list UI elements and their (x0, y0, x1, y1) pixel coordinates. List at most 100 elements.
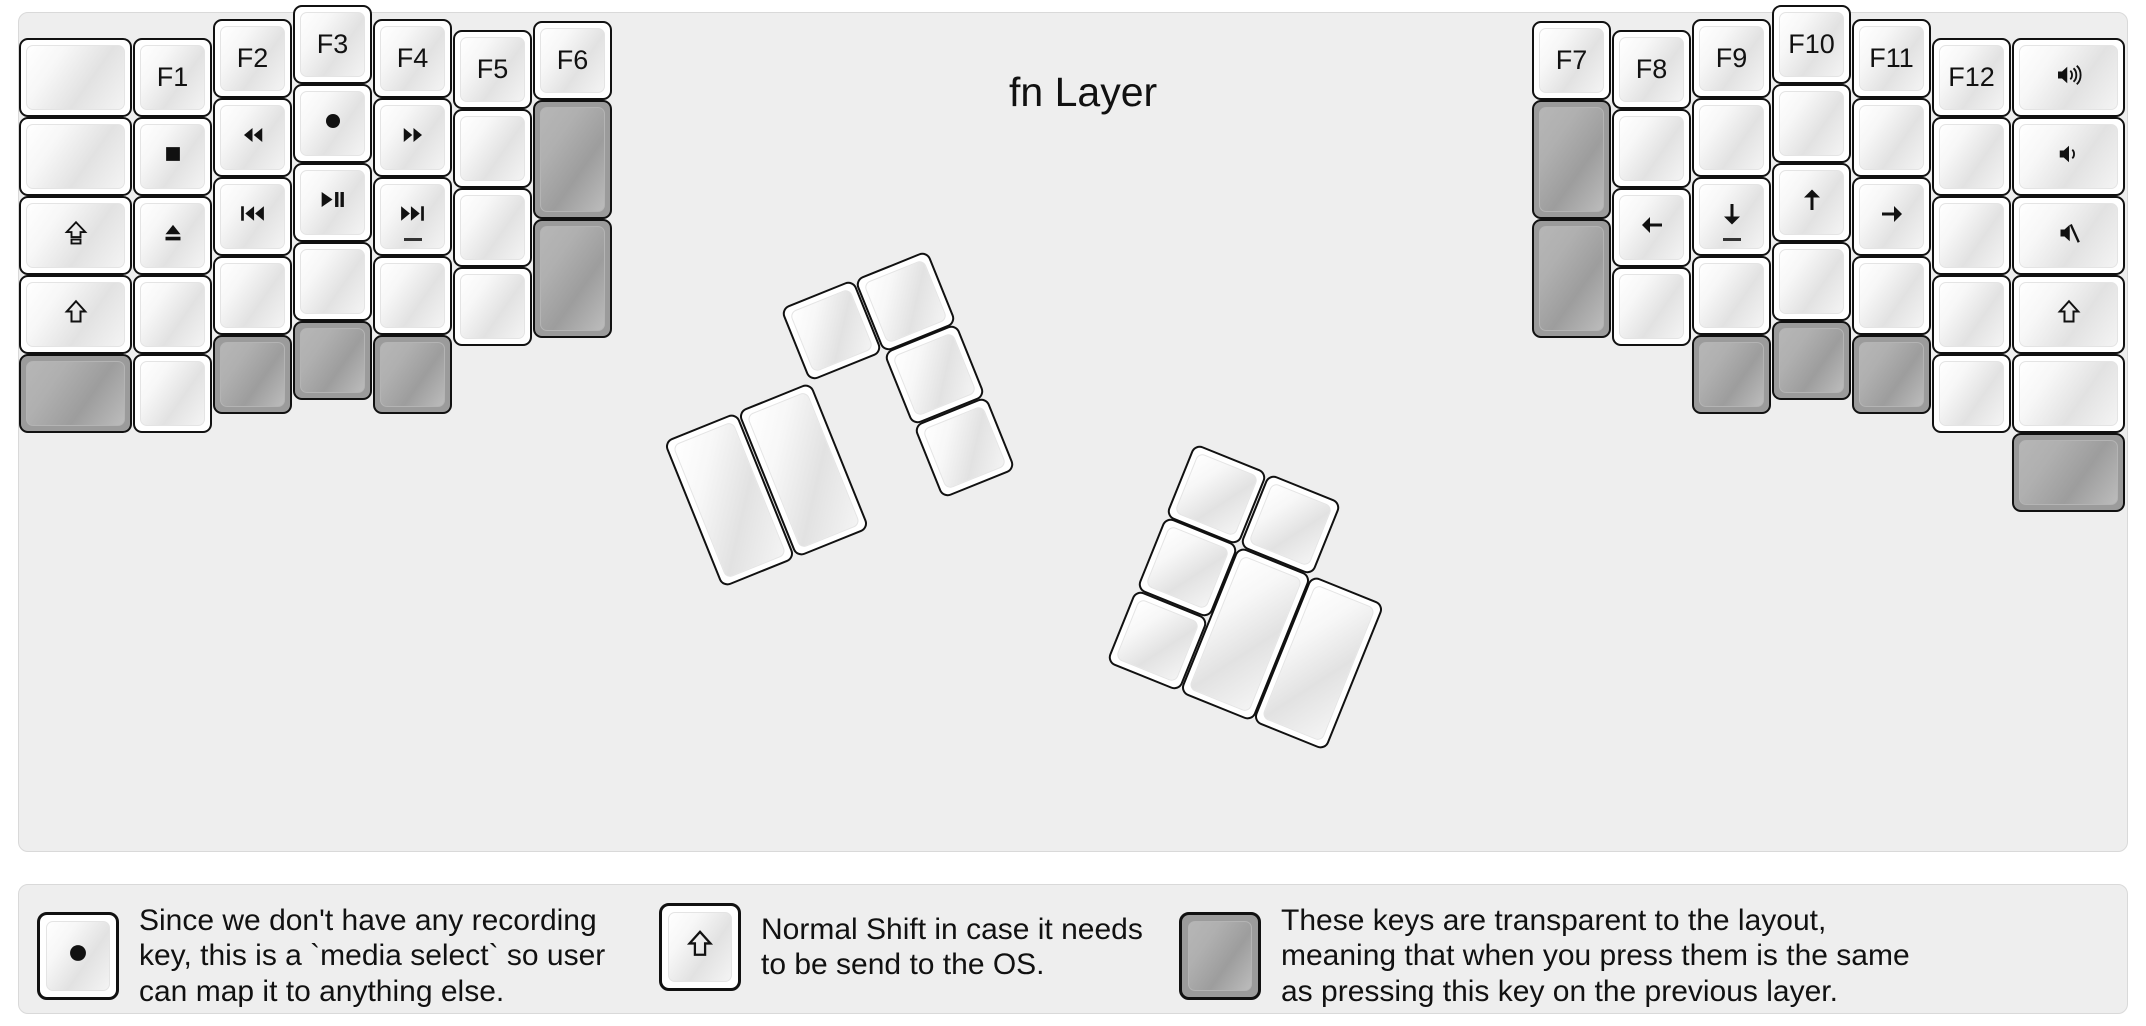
key-right-5-3[interactable] (1852, 177, 1931, 256)
key-right-7-1[interactable] (2012, 38, 2125, 117)
key-left-2-2[interactable] (133, 117, 212, 196)
keycap-label: F4 (396, 43, 429, 73)
key-right-1-2[interactable] (1532, 100, 1611, 219)
key-left-4-1[interactable]: F3 (293, 5, 372, 84)
key-right-1-1[interactable]: F7 (1532, 21, 1611, 100)
key-left-1-3[interactable] (19, 196, 132, 275)
key-left-6-2[interactable] (453, 109, 532, 188)
key-left-1-1[interactable] (19, 38, 132, 117)
key-left-3-2[interactable] (213, 98, 292, 177)
key-left-5-2[interactable] (373, 98, 452, 177)
key-left-1-4[interactable] (19, 275, 132, 354)
key-left-4-3[interactable] (293, 163, 372, 242)
key-right-6-2[interactable] (1932, 117, 2011, 196)
key-right-5-5[interactable] (1852, 335, 1931, 414)
key-right-4-2[interactable] (1772, 84, 1851, 163)
key-right-6-5[interactable] (1932, 354, 2011, 433)
key-left-5-3[interactable] (373, 177, 452, 256)
key-left-3-4[interactable] (213, 256, 292, 335)
key-left-2-1[interactable]: F1 (133, 38, 212, 117)
key-right-7-5[interactable] (2012, 354, 2125, 433)
key-left-2-4[interactable] (133, 275, 212, 354)
keycap-face: F12 (1939, 45, 2004, 110)
key-right-4-5[interactable] (1772, 321, 1851, 400)
key-right-7-3[interactable] (2012, 196, 2125, 275)
key-left-4-2[interactable] (293, 84, 372, 163)
key-left-5-1[interactable]: F4 (373, 19, 452, 98)
key-left-4-4[interactable] (293, 242, 372, 321)
key-right-6-3[interactable] (1932, 196, 2011, 275)
keycap-face (1859, 184, 1924, 249)
media-rewind-icon (238, 120, 268, 156)
key-right-4-3[interactable] (1772, 163, 1851, 242)
legend-key-sample (659, 903, 741, 991)
keycap-label: F11 (1869, 43, 1914, 73)
key-left-6-4[interactable] (453, 267, 532, 346)
key-right-2-4[interactable] (1612, 267, 1691, 346)
key-right-3-5[interactable] (1692, 335, 1771, 414)
keycap-face (1779, 170, 1844, 235)
key-right-3-4[interactable] (1692, 256, 1771, 335)
key-right-7-2[interactable] (2012, 117, 2125, 196)
volume-up-icon (2054, 60, 2084, 96)
volume-down-icon (2054, 139, 2084, 175)
key-left-2-3[interactable] (133, 196, 212, 275)
key-right-5-2[interactable] (1852, 98, 1931, 177)
legend-description: Normal Shift in case it needs to be send… (761, 912, 1143, 981)
legend-item: These keys are transparent to the layout… (1179, 903, 1910, 1009)
key-right-1-3[interactable] (1532, 219, 1611, 338)
keycap-face: F1 (140, 45, 205, 110)
keycap-face: F10 (1779, 12, 1844, 77)
keycap-face (1699, 342, 1764, 407)
key-left-6-1[interactable]: F5 (453, 30, 532, 109)
keycap-face (922, 405, 1007, 490)
key-left-1-5[interactable] (19, 354, 132, 433)
keycap-face (140, 203, 205, 268)
key-left-3-3[interactable] (213, 177, 292, 256)
keycap-face (1779, 91, 1844, 156)
keycap-face (1939, 282, 2004, 347)
secondary-marker (403, 238, 422, 241)
key-left-4-5[interactable] (293, 321, 372, 400)
keycap-face (1859, 342, 1924, 407)
key-right-3-2[interactable] (1692, 98, 1771, 177)
key-right-6-4[interactable] (1932, 275, 2011, 354)
keycap-label: F6 (556, 45, 589, 75)
keycap-face (1779, 328, 1844, 393)
key-left-7-3[interactable] (533, 219, 612, 338)
keycap-face (460, 274, 525, 339)
keycap-face (2019, 124, 2118, 189)
keycap-face: F6 (540, 28, 605, 93)
key-left-2-5[interactable] (133, 354, 212, 433)
keycap-face: F5 (460, 37, 525, 102)
key-left-1-2[interactable] (19, 117, 132, 196)
key-left-5-5[interactable] (373, 335, 452, 414)
keycap-face (1699, 263, 1764, 328)
key-right-2-3[interactable] (1612, 188, 1691, 267)
key-right-3-3[interactable] (1692, 177, 1771, 256)
key-right-5-1[interactable]: F11 (1852, 19, 1931, 98)
legend-item: Normal Shift in case it needs to be send… (659, 903, 1143, 991)
key-left-6-3[interactable] (453, 188, 532, 267)
key-right-3-1[interactable]: F9 (1692, 19, 1771, 98)
shift-icon (683, 927, 717, 967)
key-left-7-2[interactable] (533, 100, 612, 219)
arrow-left-icon (1637, 210, 1667, 246)
key-right-5-4[interactable] (1852, 256, 1931, 335)
keycap-face (380, 263, 445, 328)
keycap-face (1619, 195, 1684, 260)
caps-lock-icon (61, 218, 91, 254)
keycap-face: F4 (380, 26, 445, 91)
key-left-5-4[interactable] (373, 256, 452, 335)
key-right-2-2[interactable] (1612, 109, 1691, 188)
keycap-face (1779, 249, 1844, 314)
key-right-6-1[interactable]: F12 (1932, 38, 2011, 117)
key-right-4-1[interactable]: F10 (1772, 5, 1851, 84)
key-left-7-1[interactable]: F6 (533, 21, 612, 100)
key-right-7-6[interactable] (2012, 433, 2125, 512)
key-right-2-1[interactable]: F8 (1612, 30, 1691, 109)
key-right-7-4[interactable] (2012, 275, 2125, 354)
key-left-3-1[interactable]: F2 (213, 19, 292, 98)
key-left-3-5[interactable] (213, 335, 292, 414)
key-right-4-4[interactable] (1772, 242, 1851, 321)
